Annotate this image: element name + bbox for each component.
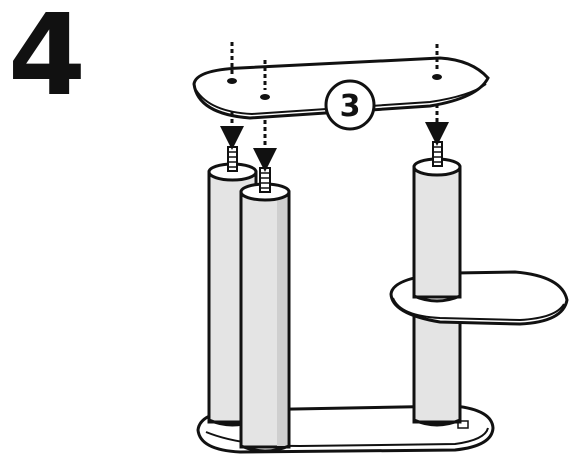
bolt-icon bbox=[433, 142, 442, 166]
bolt-icon bbox=[228, 147, 237, 171]
part-number-label: 3 bbox=[340, 89, 361, 124]
post-right-upper bbox=[414, 159, 460, 301]
part-callout: 3 bbox=[326, 81, 374, 129]
post-front-left bbox=[241, 184, 289, 451]
bolt-icon bbox=[260, 168, 270, 192]
